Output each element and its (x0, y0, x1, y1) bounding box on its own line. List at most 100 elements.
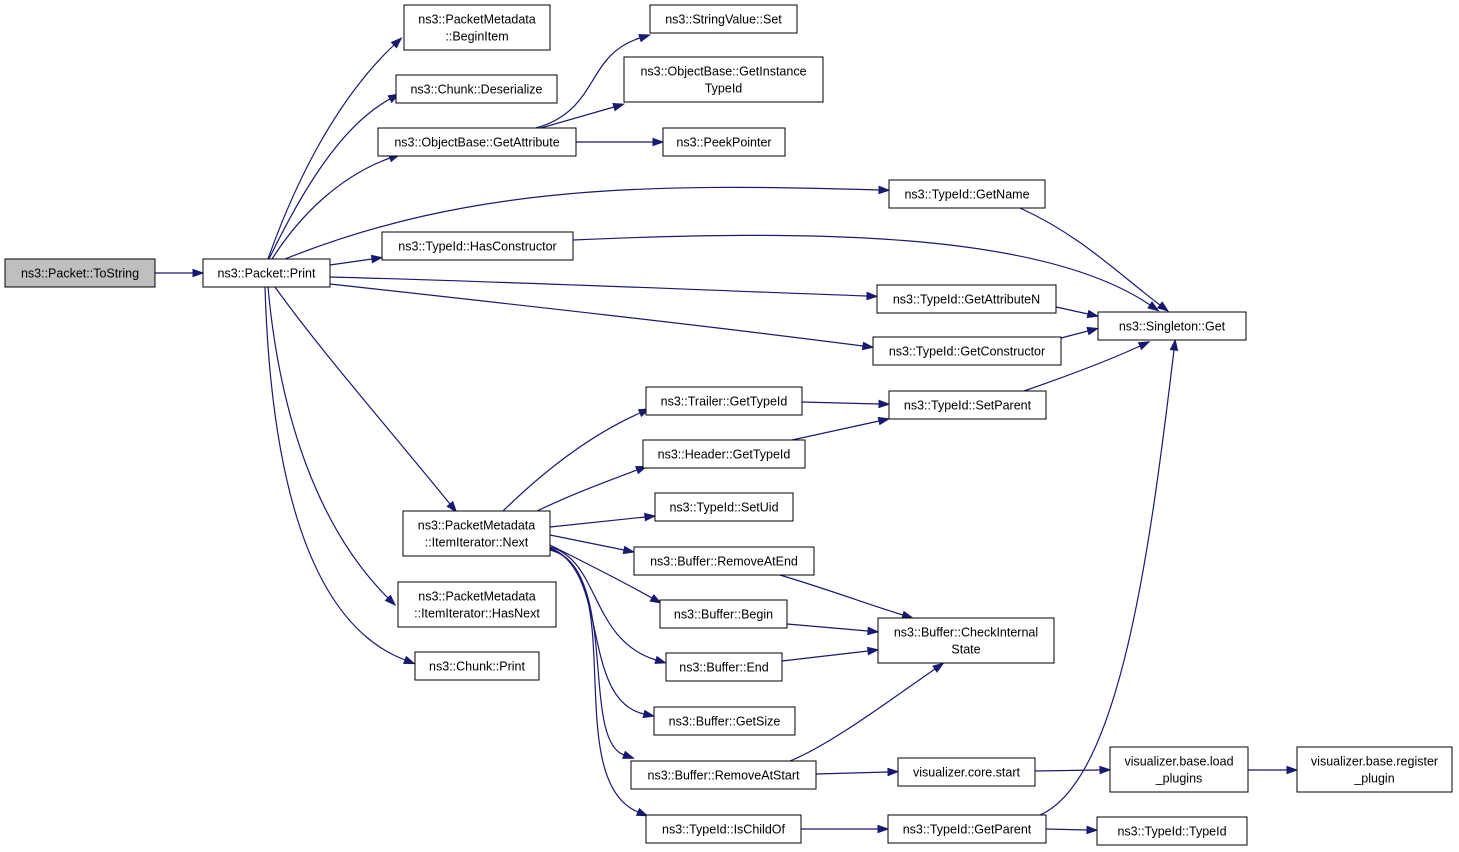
node-header-gettypeid[interactable]: ns3::Header::GetTypeId (642, 439, 806, 469)
node-typeid-typeid[interactable]: ns3::TypeId::TypeId (1096, 816, 1248, 846)
node-peekpointer[interactable]: ns3::PeekPointer (662, 127, 786, 157)
edge-line (535, 37, 641, 129)
edge-packet-print-to-typeid-getconstructor (329, 283, 875, 351)
node-packet-print[interactable]: ns3::Packet::Print (202, 258, 331, 288)
edge-arrowhead (932, 662, 945, 673)
node-box (1109, 746, 1249, 793)
node-box (377, 127, 577, 157)
edge-arrowhead (390, 37, 403, 49)
edge-arrowhead (1156, 301, 1170, 312)
edge-arrowhead (192, 268, 205, 278)
node-typeid-getname[interactable]: ns3::TypeId::GetName (888, 179, 1046, 209)
node-visualizer-base-register-plugin[interactable]: visualizer.base.register_plugin (1296, 746, 1453, 793)
node-label: ns3::TypeId::GetConstructor (889, 345, 1045, 359)
node-box (887, 814, 1047, 844)
node-box (633, 546, 815, 576)
edge-arrowhead (642, 709, 656, 719)
edge-pm-itemiterator-next-to-buffer-removeatstart (549, 548, 635, 759)
node-label: ns3::Trailer::GetTypeId (661, 395, 788, 409)
edge-trailer-gettypeid-to-typeid-setparent (801, 399, 891, 409)
edge-packet-print-to-typeid-getname (284, 185, 891, 260)
node-singleton-get[interactable]: ns3::Singleton::Get (1097, 311, 1247, 341)
edge-arrowhead (649, 594, 662, 604)
node-label: ns3::Buffer::GetSize (669, 715, 781, 729)
node-typeid-hasconstructor[interactable]: ns3::TypeId::HasConstructor (381, 231, 574, 261)
edge-visualizer-base-load-plugins-to-visualizer-base-register-plugin (1248, 765, 1299, 775)
node-label: ns3::ObjectBase::GetInstance (640, 65, 806, 79)
edge-arrowhead (635, 807, 649, 817)
node-box (642, 439, 806, 469)
node-packet-tostring[interactable]: ns3::Packet::ToString (4, 258, 156, 288)
edge-objectbase-getattribute-to-objectbase-getinstancetypeid (540, 102, 626, 129)
edge-arrowhead (652, 137, 665, 147)
node-label: ns3::Buffer::CheckInternal (894, 626, 1038, 640)
node-visualizer-base-load-plugins[interactable]: visualizer.base.load_plugins (1109, 746, 1249, 793)
node-buffer-removeatend[interactable]: ns3::Buffer::RemoveAtEnd (633, 546, 815, 576)
node-chunk-print[interactable]: ns3::Chunk::Print (414, 651, 540, 681)
node-typeid-setuid[interactable]: ns3::TypeId::SetUid (654, 492, 794, 522)
edge-buffer-begin-to-buffer-checkinternalstate (786, 623, 880, 636)
node-label: ns3::PacketMetadata (418, 590, 535, 604)
node-box (397, 581, 557, 628)
edge-line (264, 286, 406, 661)
node-objectbase-getattribute[interactable]: ns3::ObjectBase::GetAttribute (377, 127, 577, 157)
node-buffer-getsize[interactable]: ns3::Buffer::GetSize (653, 706, 796, 736)
node-typeid-getparent[interactable]: ns3::TypeId::GetParent (887, 814, 1047, 844)
node-box (888, 390, 1047, 420)
node-pm-beginitem[interactable]: ns3::PacketMetadata::BeginItem (403, 4, 551, 51)
node-label: ns3::Buffer::End (679, 661, 768, 675)
edge-arrowhead (1169, 338, 1179, 351)
edge-arrowhead (384, 594, 397, 607)
node-label: ns3::TypeId::TypeId (1117, 825, 1226, 839)
edge-buffer-removeatstart-to-visualizer-core-start (815, 767, 900, 777)
edge-line (536, 469, 638, 512)
edge-arrowhead (370, 254, 384, 264)
edge-line (786, 623, 869, 632)
node-pm-itemiterator-next[interactable]: ns3::PacketMetadata::ItemIterator::Next (402, 510, 551, 557)
node-label: State (951, 643, 980, 657)
edge-line (781, 650, 869, 662)
edge-pm-itemiterator-next-to-buffer-removeatend (549, 534, 636, 555)
node-chunk-deserialize[interactable]: ns3::Chunk::Deserialize (395, 74, 558, 104)
node-box (381, 231, 574, 261)
node-box (414, 651, 540, 681)
edge-arrowhead (612, 102, 626, 112)
node-label: TypeId (705, 82, 743, 96)
node-typeid-ischildof[interactable]: ns3::TypeId::IsChildOf (645, 814, 802, 844)
edge-line (329, 258, 373, 266)
edge-arrowhead (638, 34, 652, 43)
edge-pm-itemiterator-next-to-typeid-ischildof (549, 549, 649, 817)
node-label: ns3::Buffer::RemoveAtEnd (650, 555, 798, 569)
node-label: ns3::TypeId::GetParent (903, 823, 1032, 837)
edge-line (549, 544, 653, 599)
node-label: ns3::PacketMetadata (418, 13, 535, 27)
node-trailer-gettypeid[interactable]: ns3::Trailer::GetTypeId (645, 386, 803, 416)
node-label: visualizer.base.load (1124, 755, 1233, 769)
node-box (4, 258, 156, 288)
node-box (665, 652, 783, 682)
node-buffer-begin[interactable]: ns3::Buffer::Begin (659, 599, 788, 629)
node-label: ns3::Buffer::RemoveAtStart (648, 769, 800, 783)
node-typeid-setparent[interactable]: ns3::TypeId::SetParent (888, 390, 1047, 420)
edge-packet-print-to-typeid-getattributen (329, 276, 879, 301)
edge-line (549, 547, 645, 715)
node-buffer-end[interactable]: ns3::Buffer::End (665, 652, 783, 682)
edge-line (791, 420, 880, 441)
node-box (877, 617, 1055, 664)
node-stringvalue-set[interactable]: ns3::StringValue::Set (649, 4, 798, 34)
node-typeid-getattributen[interactable]: ns3::TypeId::GetAttributeN (876, 284, 1057, 314)
edge-arrowhead (1086, 326, 1100, 336)
node-pm-itemiterator-hasnext[interactable]: ns3::PacketMetadata::ItemIterator::HasNe… (397, 581, 557, 628)
edge-packet-print-to-chunk-print (264, 286, 416, 665)
node-box (888, 179, 1046, 209)
node-buffer-removeatstart[interactable]: ns3::Buffer::RemoveAtStart (630, 760, 817, 790)
node-visualizer-core-start[interactable]: visualizer.core.start (897, 757, 1036, 787)
node-box (872, 336, 1062, 366)
node-typeid-getconstructor[interactable]: ns3::TypeId::GetConstructor (872, 336, 1062, 366)
edge-typeid-ischildof-to-typeid-getparent (801, 824, 890, 834)
edge-packet-print-to-pm-itemiterator-next (274, 286, 458, 513)
edge-line (1023, 345, 1141, 392)
